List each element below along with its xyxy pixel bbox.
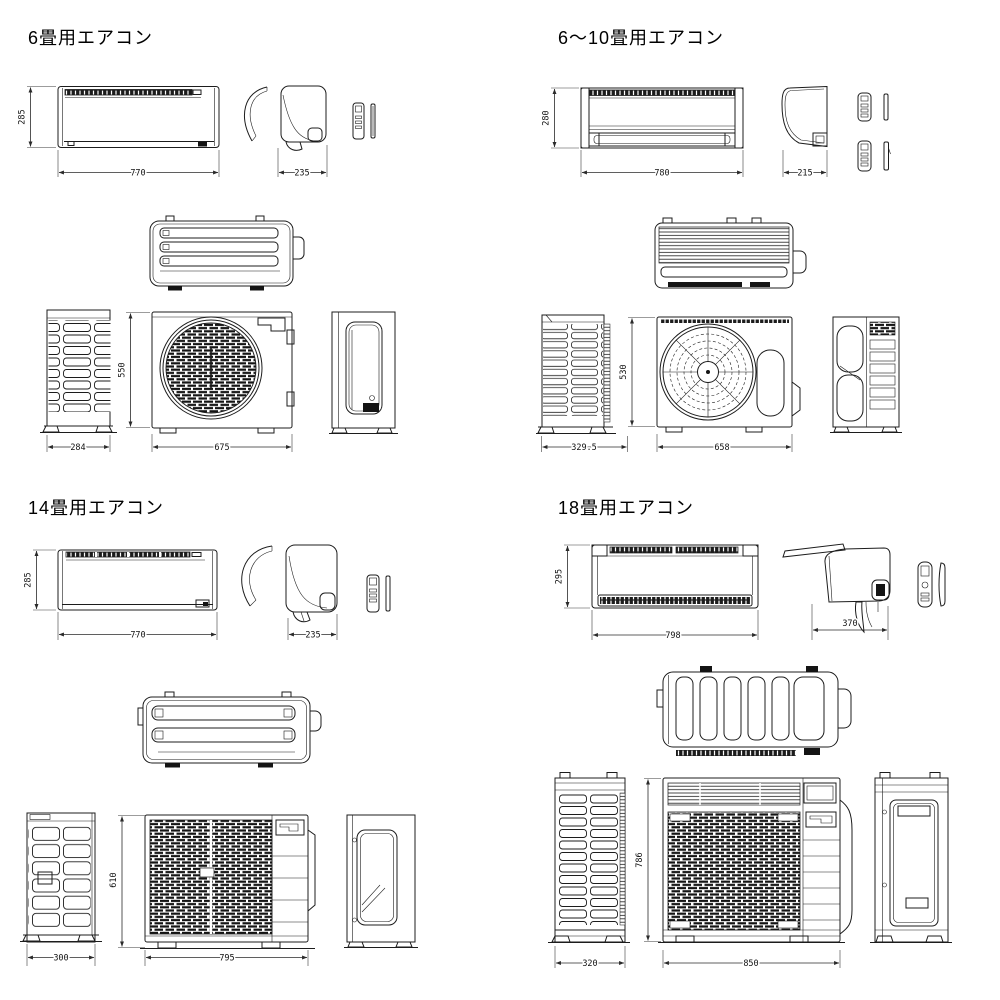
indoor-dimensions: 295 798 370 [553,544,889,643]
dim-outdoor-height: 786 [635,852,645,867]
outdoor-front-view [151,311,295,434]
dim-indoor-width: 798 [665,631,680,641]
dim-indoor-depth: 370 [842,619,857,629]
remote-control-side [883,93,889,121]
dim-outdoor-depth: 329.5 [571,443,597,453]
outdoor-side-left-view [536,314,616,434]
outdoor-top-view [656,666,852,756]
dim-indoor-depth: 215 [797,169,812,179]
indoor-side-view [781,85,828,148]
indoor-dimensions: 285 770 235 [22,549,338,642]
dim-indoor-width: 770 [130,631,145,641]
indoor-side-view [244,85,327,151]
dim-indoor-height: 295 [555,569,565,584]
outdoor-front-view [140,814,316,949]
dim-outdoor-height: 610 [109,872,119,887]
indoor-side-view [782,543,891,634]
outdoor-side-left-view [40,309,117,433]
section-14jo: 14畳用エアコン 285 [20,498,418,966]
dim-indoor-width: 780 [654,169,669,179]
dim-outdoor-width: 795 [219,954,234,964]
outdoor-front-view [656,316,801,433]
outdoor-side-right-view [329,311,398,434]
section-6-10jo: 6〜10畳用エアコン [536,28,902,455]
dim-indoor-height: 285 [24,572,34,587]
dim-outdoor-width: 850 [743,959,758,969]
outdoor-side-right-view [870,772,952,943]
outdoor-dimensions: 550 675 284 [46,312,293,455]
remote-control-side [385,575,391,612]
remote-control-front [917,561,933,608]
outdoor-top-view [137,691,322,768]
dim-indoor-width: 770 [130,169,145,179]
dim-outdoor-depth: 300 [53,954,68,964]
indoor-front-view [580,87,744,149]
remote-control-front [352,102,365,140]
section-title: 6〜10畳用エアコン [558,28,724,48]
dim-outdoor-width: 675 [214,443,229,453]
indoor-front-view [57,86,220,148]
outdoor-top-view [149,215,305,291]
dim-outdoor-width: 658 [714,443,729,453]
outdoor-top-view [654,217,807,289]
outdoor-side-left-view [548,772,630,943]
indoor-front-view [591,544,759,609]
section-title: 18畳用エアコン [558,498,694,518]
outdoor-side-left-view [20,812,102,943]
indoor-side-view [241,544,338,623]
remote-control-2-front [857,140,872,172]
dim-indoor-depth: 235 [294,169,309,179]
outdoor-dimensions: 530 658 329.5 [541,317,793,455]
outdoor-front-view [658,777,853,943]
remote-control-front [857,92,872,122]
section-title: 6畳用エアコン [28,28,153,48]
outdoor-dimensions: 786 850 320 [554,778,841,971]
section-title: 14畳用エアコン [28,498,164,518]
indoor-dimensions: 280 780 215 [540,87,828,180]
dim-indoor-height: 280 [542,110,552,125]
remote-control-side [938,562,946,607]
dim-indoor-depth: 235 [305,631,320,641]
outdoor-side-right-view [830,316,902,433]
dim-outdoor-depth: 320 [582,959,597,969]
section-18jo: 18畳用エアコン 295 7 [548,498,952,971]
remote-control-2-side [883,141,891,171]
remote-control-side [370,103,376,139]
dim-outdoor-depth: 284 [70,443,85,453]
dim-outdoor-height: 550 [118,362,128,377]
remote-control-front [366,574,380,613]
outdoor-dimensions: 610 795 300 [26,815,309,966]
dim-outdoor-height: 530 [619,364,629,379]
dim-indoor-height: 285 [18,109,28,124]
outdoor-side-right-view [344,814,418,948]
indoor-dimensions: 285 770 235 [16,86,328,180]
indoor-front-view [57,549,218,611]
section-6jo: 6畳用エアコン 285 77 [16,28,398,455]
